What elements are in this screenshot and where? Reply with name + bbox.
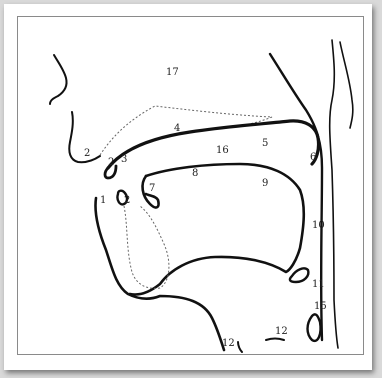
label-12-right: 12	[275, 326, 288, 337]
lower-lip	[95, 198, 224, 350]
label-2-teeth: 2	[124, 195, 130, 206]
tongue-outline	[130, 164, 304, 295]
label-3: 3	[121, 154, 127, 165]
label-2-nose: 2	[84, 148, 90, 159]
label-9: 9	[262, 178, 268, 189]
label-5: 5	[262, 138, 268, 149]
label-10: 10	[312, 220, 325, 231]
palate-outline	[108, 121, 319, 168]
label-12-left: 12	[222, 338, 235, 349]
larynx-line-2	[238, 342, 242, 352]
nose-outline	[50, 55, 67, 104]
larynx-line	[266, 339, 284, 341]
label-11: 11	[312, 279, 325, 290]
label-1: 1	[100, 195, 106, 206]
trachea-outline	[308, 314, 321, 341]
label-15: 15	[314, 301, 327, 312]
label-16: 16	[216, 145, 229, 156]
label-2-lip: 2	[108, 157, 114, 168]
spine-outline-right	[340, 42, 353, 128]
tongue-muscle-outline	[124, 206, 169, 288]
label-6: 6	[310, 152, 316, 163]
spine-outline	[330, 40, 338, 348]
epiglottis	[290, 268, 308, 282]
label-8: 8	[192, 168, 198, 179]
label-4: 4	[174, 123, 180, 134]
label-7: 7	[149, 183, 155, 194]
pharynx-back-wall	[270, 54, 322, 340]
label-17: 17	[166, 67, 179, 78]
nasal-cavity-outline	[100, 106, 272, 155]
